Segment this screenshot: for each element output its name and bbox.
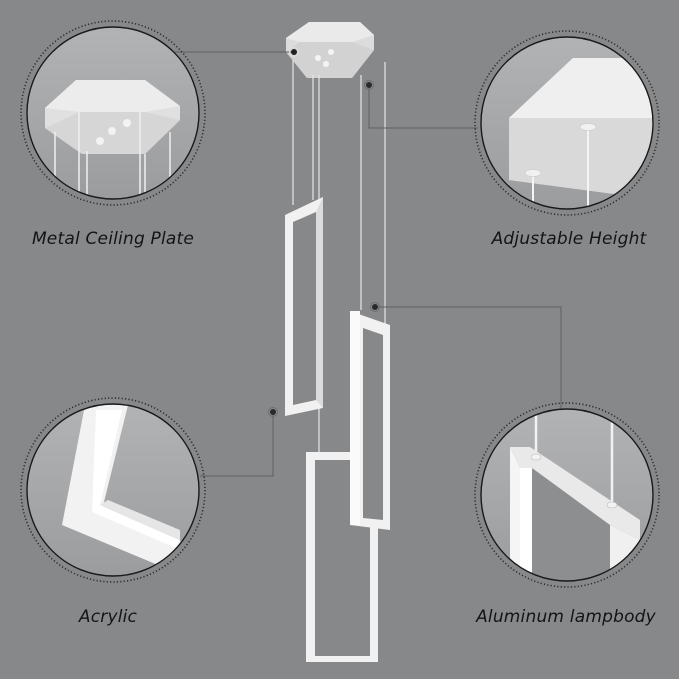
detail-circle-adjustable-height	[474, 30, 660, 216]
feature-label-ceiling-plate: Metal Ceiling Plate	[31, 229, 195, 249]
ceiling-plate-hexagon	[286, 22, 374, 78]
callout-dot-icon	[370, 302, 380, 312]
detail-circle-acrylic	[20, 397, 206, 583]
callout-dot-icon	[364, 80, 374, 90]
feature-label-adjustable-height: Adjustable Height	[491, 229, 647, 249]
callout-lines	[175, 51, 562, 477]
detail-circle-ceiling-plate	[20, 20, 206, 206]
frame-upper	[285, 197, 323, 416]
pendant-lamp	[285, 22, 390, 662]
callout-dot-icon	[288, 46, 300, 58]
feature-label-acrylic: Acrylic	[78, 607, 138, 627]
frame-middle	[350, 311, 390, 530]
feature-label-aluminum-lampbody: Aluminum lampbody	[476, 607, 656, 627]
callout-dot-icon	[268, 407, 278, 417]
callout-dots	[268, 46, 380, 417]
detail-circle-aluminum-lampbody	[474, 402, 660, 588]
